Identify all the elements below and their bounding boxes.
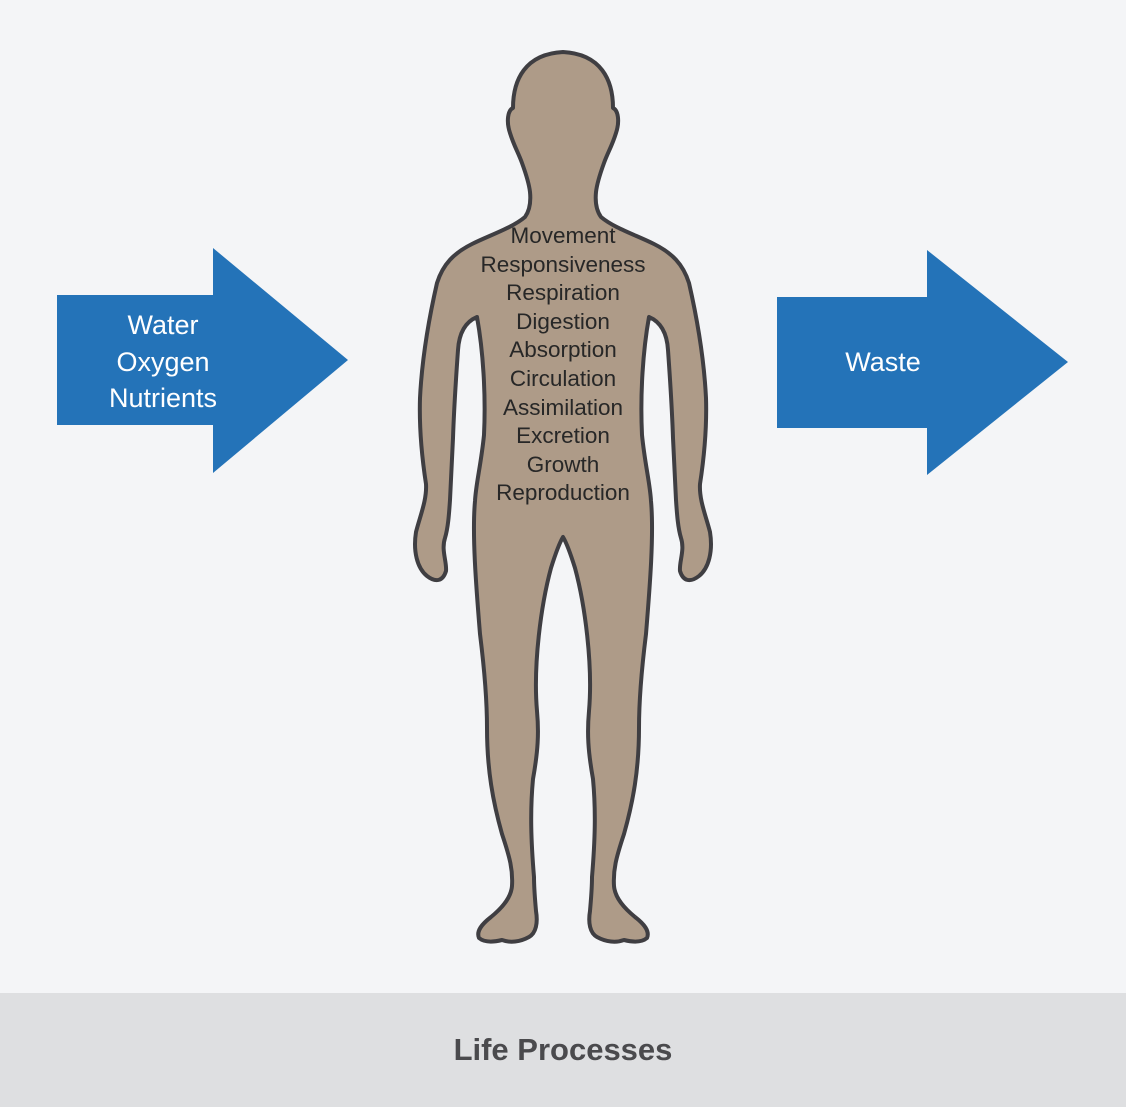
life-process-item: Reproduction bbox=[496, 480, 630, 506]
life-process-item: Absorption bbox=[509, 337, 617, 363]
life-process-item: Circulation bbox=[509, 365, 617, 391]
life-process-item: Excretion bbox=[516, 423, 610, 449]
inputs-arrow-label: Water Oxygen Nutrients bbox=[58, 307, 268, 417]
life-process-item: Responsiveness bbox=[480, 251, 646, 277]
life-process-item: Growth bbox=[526, 451, 600, 477]
input-item-oxygen: Oxygen bbox=[116, 346, 210, 377]
input-item-nutrients: Nutrients bbox=[108, 383, 218, 413]
waste-arrow bbox=[777, 250, 1068, 475]
input-item-water: Water bbox=[127, 310, 199, 340]
life-process-item: Assimilation bbox=[502, 394, 624, 420]
life-process-item: Digestion bbox=[516, 308, 610, 334]
inputs-arrow bbox=[57, 248, 348, 473]
diagram-title: Life Processes bbox=[453, 1032, 673, 1067]
life-processes-list: Movement Responsiveness Respiration Dige… bbox=[413, 222, 713, 508]
footer-bar: Life Processes bbox=[0, 993, 1126, 1107]
human-body-silhouette bbox=[413, 50, 713, 944]
waste-arrow-label: Waste bbox=[845, 347, 921, 377]
life-process-item: Movement bbox=[510, 223, 616, 248]
life-process-item: Respiration bbox=[506, 280, 620, 306]
